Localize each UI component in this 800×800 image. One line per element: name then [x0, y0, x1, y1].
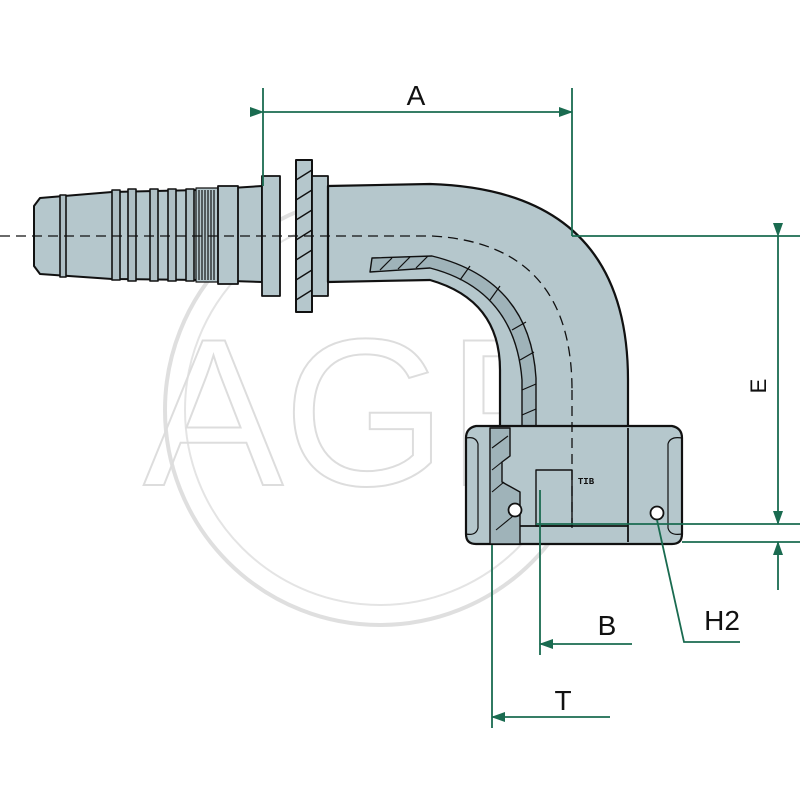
- dim-label-h2: H2: [704, 605, 740, 636]
- nut-chamfer-right: [667, 437, 683, 535]
- collar: [217, 185, 239, 285]
- ferrule-hatch: [295, 169, 313, 301]
- dim-label-t: T: [554, 685, 571, 716]
- part-marking: TIB: [578, 477, 595, 487]
- dim-label-a: A: [407, 80, 426, 111]
- cone-seat: [535, 469, 573, 527]
- centerlines: [0, 235, 573, 530]
- centerline-bend: [431, 235, 573, 391]
- lock-hole-right: [649, 505, 665, 521]
- elbow-bend: [326, 182, 630, 432]
- tail-barbs: [59, 188, 195, 282]
- thread-section: [195, 187, 219, 283]
- elbow-bore-section: [369, 255, 537, 431]
- elbow-section-hatch: [379, 255, 537, 416]
- nut-chamfer-left: [465, 437, 479, 535]
- dim-h2-leader: [656, 519, 740, 643]
- lock-hole-left: [507, 502, 523, 518]
- dimension-lines: [250, 88, 800, 728]
- dim-label-e: E: [746, 379, 771, 394]
- dim-label-b: B: [598, 610, 617, 641]
- hose-fitting: TIB: [33, 159, 684, 546]
